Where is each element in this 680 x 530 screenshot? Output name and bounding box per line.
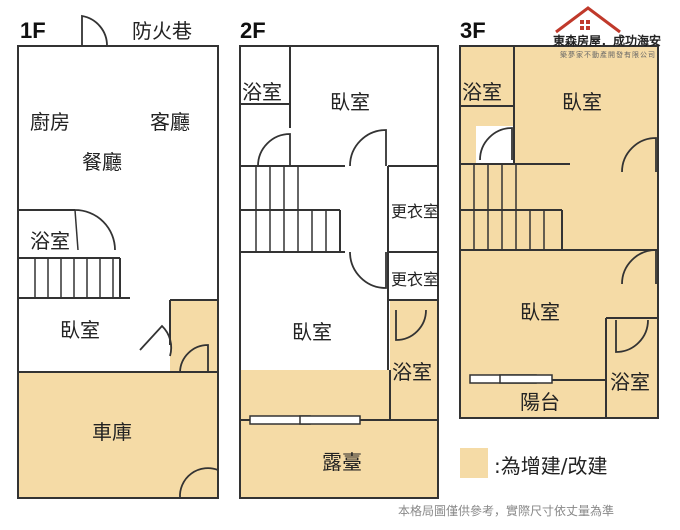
- f1-addition-upper: [170, 300, 218, 372]
- f3-addition-full: [460, 46, 658, 418]
- f1-bedroom-label: 臥室: [60, 318, 100, 342]
- f1-addition-garage: [18, 372, 218, 498]
- f3-outline: [459, 45, 659, 419]
- house-logo-icon: [555, 6, 621, 34]
- f3-bedroom-top-label: 臥室: [562, 90, 602, 114]
- f2-outline: [239, 45, 439, 499]
- f2-terrace-label: 露臺: [322, 450, 362, 474]
- walls: [17, 14, 659, 499]
- f2-bath-top-label: 浴室: [242, 80, 282, 104]
- f1-dining-label: 餐廳: [82, 150, 122, 174]
- f3-bedroom-mid-label: 臥室: [520, 300, 560, 324]
- f1-living-label: 客廳: [150, 110, 190, 134]
- brand-name: 東森房屋．成功海安: [553, 34, 662, 48]
- disclaimer-text: 本格局圖僅供參考，實際尺寸依丈量為準: [398, 504, 615, 518]
- f1-alley-label: 防火巷: [132, 19, 192, 43]
- f3-bath-bottom-label: 浴室: [610, 370, 650, 394]
- f2-closet2-label: 更衣室: [391, 270, 440, 289]
- f1-bath-label: 浴室: [30, 229, 70, 253]
- f2-closet1-label: 更衣室: [391, 202, 440, 221]
- addition-areas: [18, 46, 658, 498]
- legend-swatch: [460, 448, 488, 478]
- f2-addition-front: [240, 370, 438, 498]
- floor-3f-label: 3F: [460, 18, 486, 43]
- f2-bedroom-mid-label: 臥室: [292, 320, 332, 344]
- f3-balcony-label: 陽台: [520, 390, 560, 414]
- f3-bath-top-label: 浴室: [462, 80, 502, 104]
- f1-outline: [17, 45, 219, 499]
- floor-2f-label: 2F: [240, 18, 266, 43]
- f1-garage-label: 車庫: [92, 420, 132, 444]
- f2-bedroom-top-label: 臥室: [330, 90, 370, 114]
- legend-text: :為增建/改建: [494, 454, 608, 478]
- brand-subtitle: 築夢家不動產開發有限公司: [560, 51, 656, 59]
- f3-bath-door-clear: [476, 126, 514, 164]
- floor-1f-label: 1F: [20, 18, 46, 43]
- f2-bath-mid-label: 浴室: [392, 360, 432, 384]
- f1-kitchen-label: 廚房: [30, 110, 70, 134]
